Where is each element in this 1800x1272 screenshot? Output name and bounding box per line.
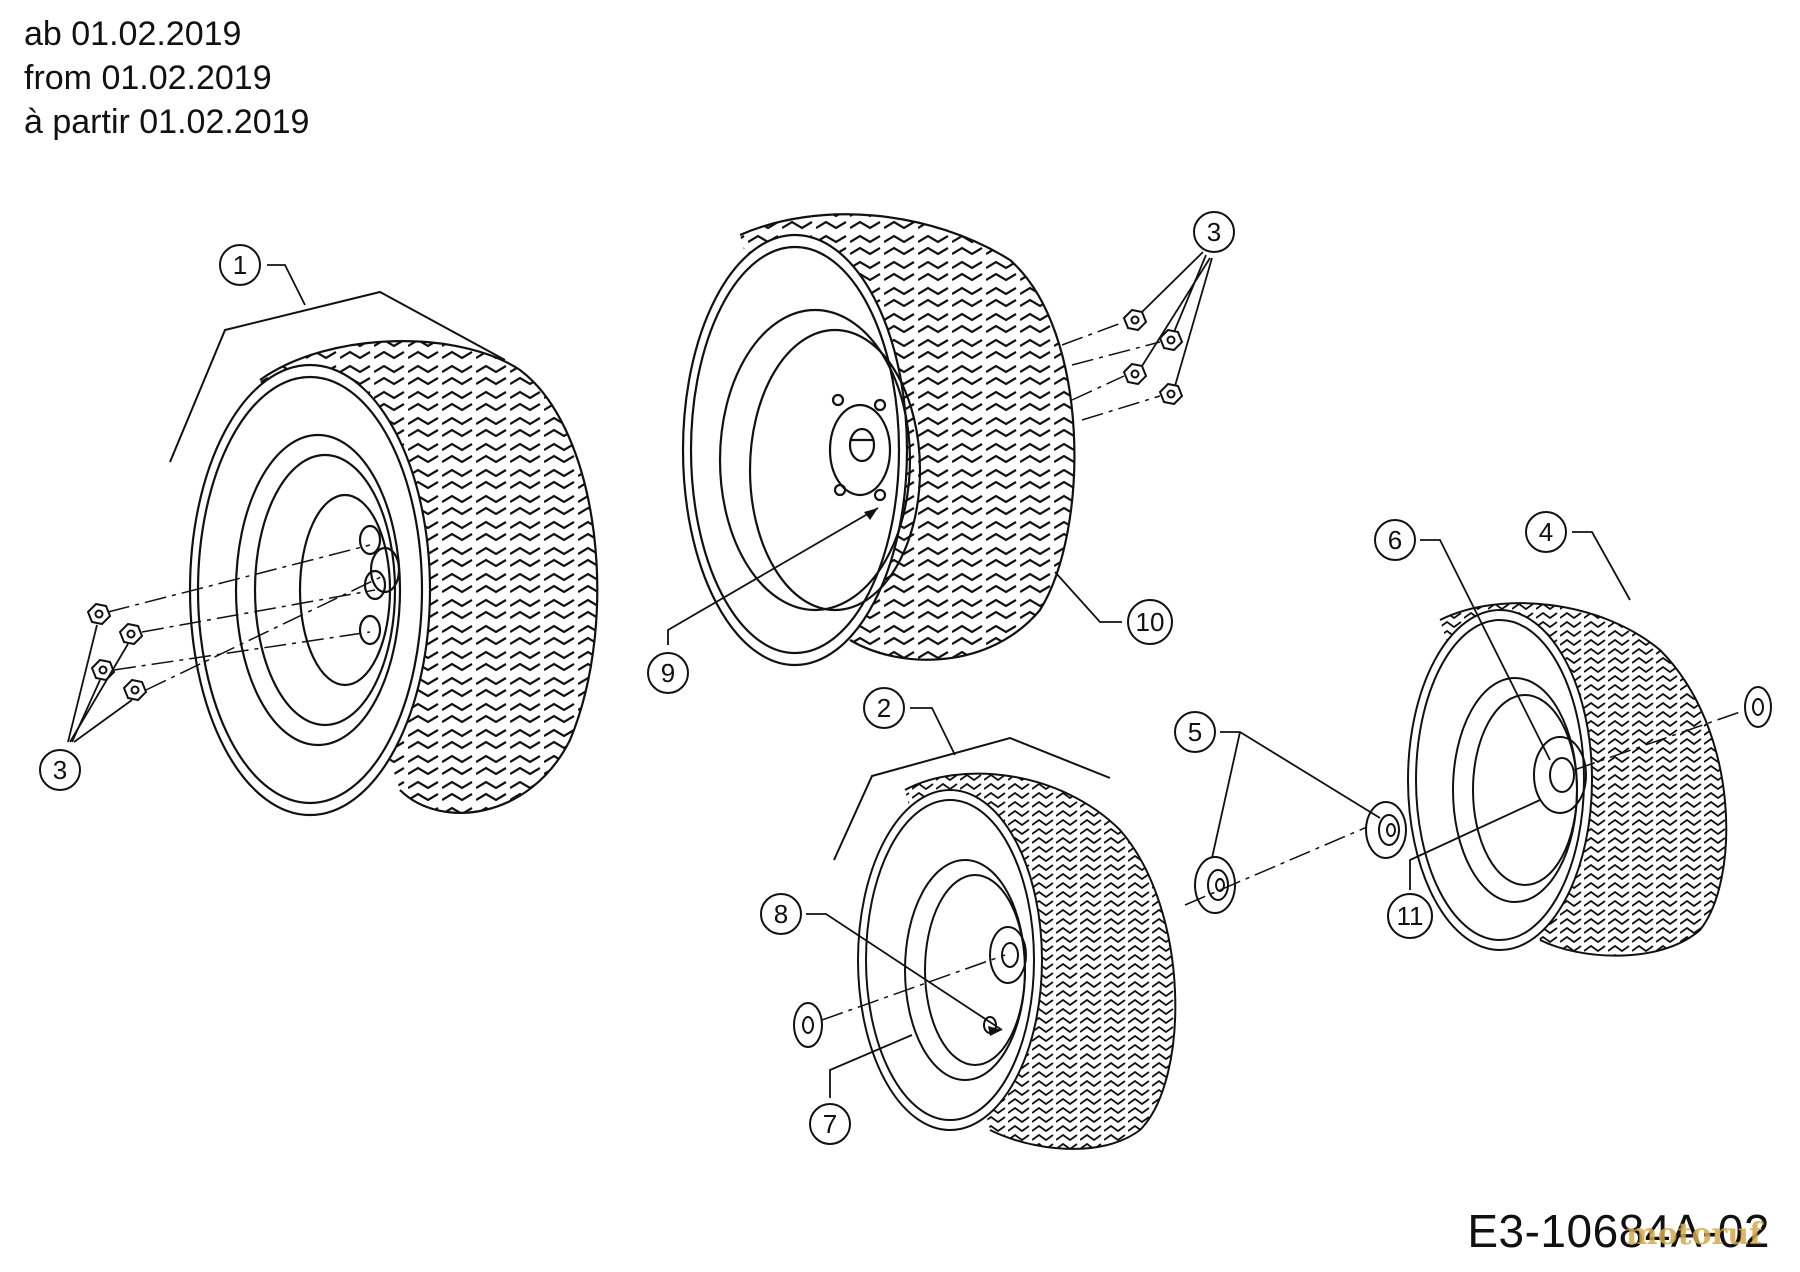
callout-10-number: 10 bbox=[1136, 607, 1165, 637]
callout-1: 1 bbox=[219, 244, 306, 306]
rear-wheel-left bbox=[188, 340, 599, 817]
callout-3-right-number: 3 bbox=[1207, 217, 1221, 247]
callout-6-number: 6 bbox=[1388, 525, 1402, 555]
callout-1-number: 1 bbox=[233, 250, 247, 280]
callout-10: 10 bbox=[1054, 571, 1173, 645]
lug-nut bbox=[1158, 382, 1184, 406]
callout-9: 9 bbox=[647, 507, 879, 694]
callout-8: 8 bbox=[760, 893, 1003, 1036]
callout-4: 4 bbox=[1525, 511, 1631, 601]
callout-2-number: 2 bbox=[877, 693, 891, 723]
wheel-2-bracket bbox=[833, 736, 1111, 861]
wheel-1-bracket bbox=[169, 290, 506, 463]
lug-nut bbox=[86, 602, 112, 626]
lug-nut bbox=[122, 678, 148, 702]
washer-left bbox=[793, 1002, 823, 1048]
leaders-callout-3-left bbox=[67, 624, 133, 743]
watermark-logo: motoruf bbox=[1625, 1217, 1762, 1252]
callout-6: 6 bbox=[1374, 519, 1551, 761]
callout-3-right: 3 bbox=[1193, 211, 1235, 253]
date-note-fr: à partir 01.02.2019 bbox=[24, 103, 310, 141]
lug-nut bbox=[90, 658, 116, 682]
bushing-front bbox=[1194, 856, 1236, 914]
callout-11: 11 bbox=[1387, 799, 1541, 939]
leaders-callout-3-right bbox=[1141, 251, 1213, 387]
date-note-de: ab 01.02.2019 bbox=[24, 15, 242, 53]
bushing-rear bbox=[1365, 801, 1407, 859]
callout-9-number: 9 bbox=[661, 658, 675, 688]
washer-right bbox=[1744, 686, 1772, 728]
date-note-en: from 01.02.2019 bbox=[24, 59, 272, 97]
callout-3-left-number: 3 bbox=[53, 755, 67, 785]
callout-5: 5 bbox=[1174, 711, 1381, 859]
callout-7: 7 bbox=[809, 1034, 913, 1145]
axis-line-front-center bbox=[821, 954, 1006, 1021]
axis-lines-right bbox=[1061, 321, 1161, 421]
callout-8-number: 8 bbox=[774, 899, 788, 929]
callout-3-left: 3 bbox=[39, 749, 81, 791]
lug-nut bbox=[1122, 308, 1148, 332]
callout-11-number: 11 bbox=[1397, 901, 1424, 931]
lug-nut bbox=[1158, 328, 1184, 352]
lug-nuts-right bbox=[1122, 308, 1184, 406]
lug-nuts-left bbox=[86, 602, 148, 702]
callout-4-number: 4 bbox=[1539, 517, 1553, 547]
callout-5-number: 5 bbox=[1188, 717, 1202, 747]
callout-7-number: 7 bbox=[823, 1109, 837, 1139]
front-wheel-right bbox=[1407, 602, 1728, 957]
axis-line-front-right bbox=[1573, 711, 1741, 771]
front-wheel-center bbox=[857, 772, 1177, 1150]
axis-lines-left bbox=[107, 544, 386, 691]
lug-nut bbox=[1122, 362, 1148, 386]
header-notes: ab 01.02.2019 from 01.02.2019 à partir 0… bbox=[24, 12, 309, 144]
drawing-code: E3-10684A-02 bbox=[1467, 1205, 1770, 1257]
rear-wheel-center bbox=[681, 213, 1076, 667]
callout-2: 2 bbox=[863, 687, 956, 756]
lug-nut bbox=[118, 622, 144, 646]
